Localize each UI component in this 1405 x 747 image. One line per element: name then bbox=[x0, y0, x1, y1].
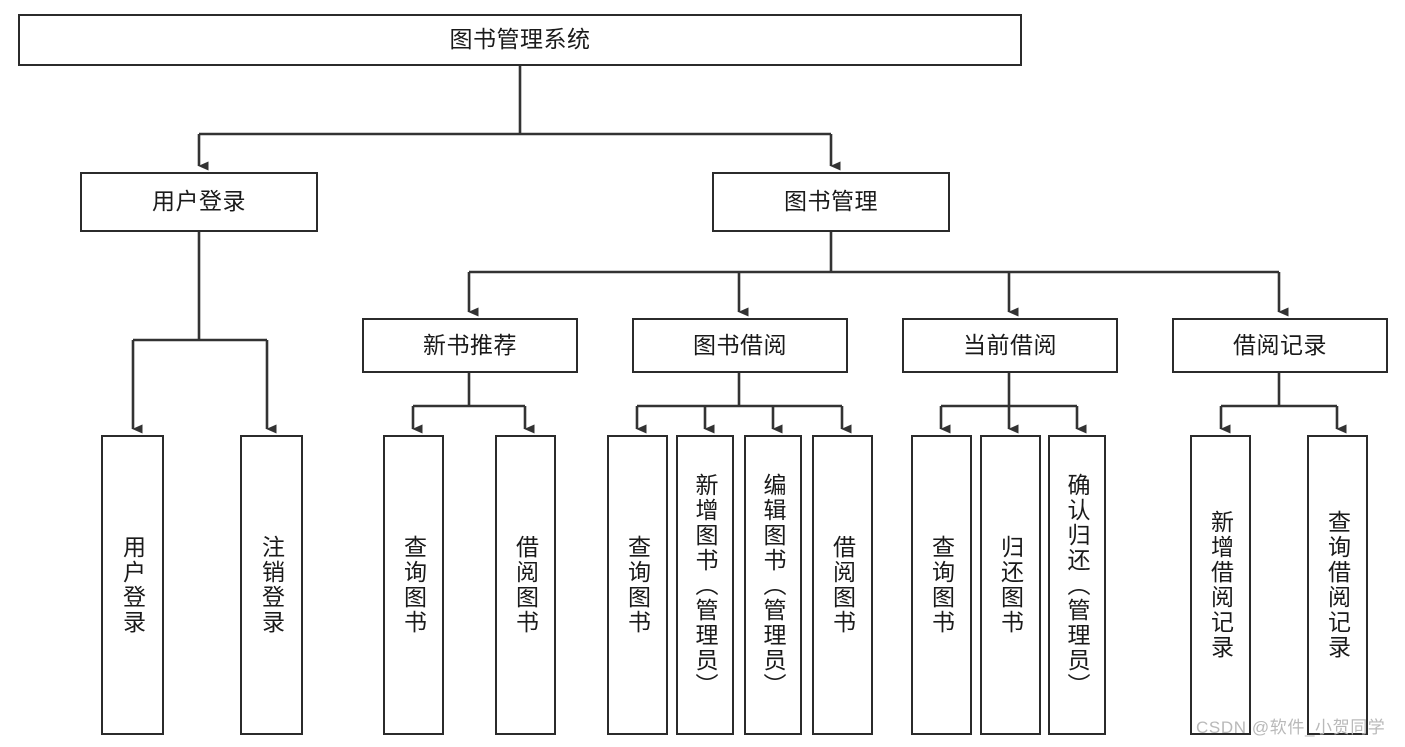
node-root-label: 图书管理系统 bbox=[449, 26, 591, 53]
node-leaf-new-book-query[interactable]: 查询图书 bbox=[383, 435, 444, 735]
node-book-borrow-label: 图书借阅 bbox=[693, 331, 787, 358]
node-leaf-label: 注销登录 bbox=[258, 535, 285, 635]
node-current-borrow-label: 当前借阅 bbox=[963, 331, 1057, 358]
node-root-book-management-system[interactable]: 图书管理系统 bbox=[18, 14, 1022, 66]
node-leaf-label: 借阅图书 bbox=[512, 535, 539, 635]
node-leaf-label: 查询图书 bbox=[624, 535, 651, 635]
node-leaf-label: 归还图书 bbox=[997, 535, 1024, 635]
node-leaf-user-login-signout[interactable]: 注销登录 bbox=[240, 435, 303, 735]
node-leaf-label: 用户登录 bbox=[119, 535, 146, 635]
node-leaf-label: 查询图书 bbox=[928, 535, 955, 635]
node-leaf-label: 编辑图书（管理员） bbox=[760, 472, 787, 698]
node-leaf-user-login-signin[interactable]: 用户登录 bbox=[101, 435, 164, 735]
node-leaf-label: 确认归还（管理员） bbox=[1064, 472, 1091, 698]
node-leaf-current-borrow-return[interactable]: 归还图书 bbox=[980, 435, 1041, 735]
node-leaf-label: 借阅图书 bbox=[829, 535, 856, 635]
node-leaf-borrow-record-add[interactable]: 新增借阅记录 bbox=[1190, 435, 1251, 735]
node-leaf-current-borrow-query[interactable]: 查询图书 bbox=[911, 435, 972, 735]
node-leaf-label: 查询图书 bbox=[400, 535, 427, 635]
node-user-login-label: 用户登录 bbox=[152, 188, 246, 215]
node-book-borrow[interactable]: 图书借阅 bbox=[632, 318, 848, 373]
node-leaf-book-borrow-add[interactable]: 新增图书（管理员） bbox=[676, 435, 734, 735]
node-borrow-record-label: 借阅记录 bbox=[1233, 331, 1327, 358]
node-leaf-new-book-borrow[interactable]: 借阅图书 bbox=[495, 435, 556, 735]
node-leaf-label: 新增借阅记录 bbox=[1207, 510, 1234, 660]
node-book-management-label: 图书管理 bbox=[784, 188, 878, 215]
node-borrow-record[interactable]: 借阅记录 bbox=[1172, 318, 1388, 373]
node-book-management[interactable]: 图书管理 bbox=[712, 172, 950, 232]
node-leaf-borrow-record-query[interactable]: 查询借阅记录 bbox=[1307, 435, 1368, 735]
node-new-book-recommend-label: 新书推荐 bbox=[423, 331, 517, 358]
node-leaf-current-borrow-confirm-return[interactable]: 确认归还（管理员） bbox=[1048, 435, 1106, 735]
node-leaf-book-borrow-borrow[interactable]: 借阅图书 bbox=[812, 435, 873, 735]
node-current-borrow[interactable]: 当前借阅 bbox=[902, 318, 1118, 373]
node-leaf-label: 新增图书（管理员） bbox=[692, 472, 719, 698]
node-leaf-book-borrow-edit[interactable]: 编辑图书（管理员） bbox=[744, 435, 802, 735]
node-user-login[interactable]: 用户登录 bbox=[80, 172, 318, 232]
node-new-book-recommend[interactable]: 新书推荐 bbox=[362, 318, 578, 373]
node-leaf-book-borrow-query[interactable]: 查询图书 bbox=[607, 435, 668, 735]
node-leaf-label: 查询借阅记录 bbox=[1324, 510, 1351, 660]
